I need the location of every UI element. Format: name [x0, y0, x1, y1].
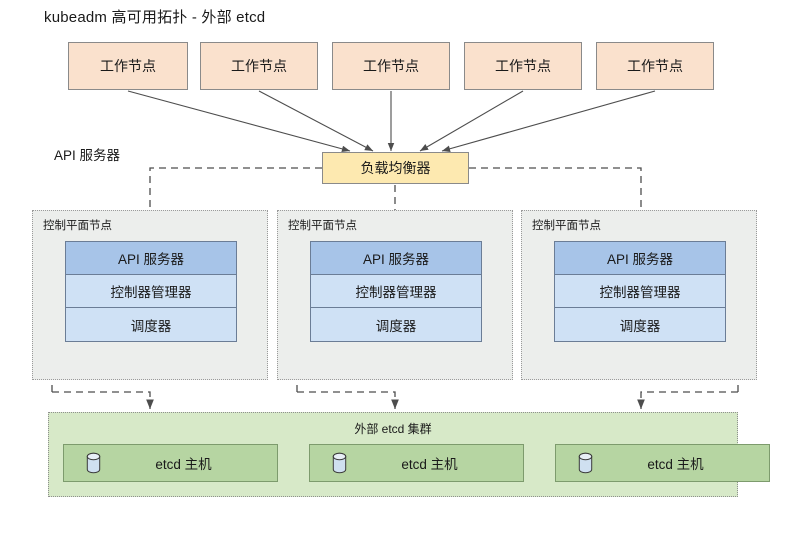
worker-node[interactable]: 工作节点 [596, 42, 714, 90]
control-plane-component-stack: API 服务器 控制器管理器 调度器 [554, 241, 726, 342]
etcd-host[interactable]: etcd 主机 [309, 444, 524, 482]
etcd-drop-edges [52, 391, 738, 410]
etcd-cluster-group: 外部 etcd 集群 etcd 主机 etcd 主机 etcd [48, 412, 770, 497]
etcd-host[interactable]: etcd 主机 [555, 444, 770, 482]
component-controller-manager[interactable]: 控制器管理器 [555, 275, 725, 308]
etcd-host-label: etcd 主机 [155, 457, 212, 472]
control-plane-component-stack: API 服务器 控制器管理器 调度器 [65, 241, 237, 342]
etcd-host-label: etcd 主机 [647, 457, 704, 472]
worker-to-lb-edges [127, 90, 656, 153]
control-plane-node-label: 控制平面节点 [43, 220, 112, 232]
worker-node-label: 工作节点 [363, 58, 419, 74]
worker-node[interactable]: 工作节点 [200, 42, 318, 90]
control-plane-node-label: 控制平面节点 [532, 220, 601, 232]
etcd-host[interactable]: etcd 主机 [63, 444, 278, 482]
control-plane-node[interactable]: 控制平面节点 API 服务器 控制器管理器 调度器 [32, 210, 268, 380]
component-scheduler[interactable]: 调度器 [66, 308, 236, 341]
component-scheduler[interactable]: 调度器 [311, 308, 481, 341]
worker-node-label: 工作节点 [495, 58, 551, 74]
worker-node[interactable]: 工作节点 [68, 42, 188, 90]
control-plane-node-label: 控制平面节点 [288, 220, 357, 232]
control-plane-node[interactable]: 控制平面节点 API 服务器 控制器管理器 调度器 [277, 210, 513, 380]
diagram-title: kubeadm 高可用拓扑 - 外部 etcd [44, 9, 266, 26]
component-api-server[interactable]: API 服务器 [311, 242, 481, 275]
worker-node-label: 工作节点 [100, 58, 156, 74]
worker-node-label: 工作节点 [231, 58, 287, 74]
worker-node[interactable]: 工作节点 [332, 42, 450, 90]
component-api-server[interactable]: API 服务器 [555, 242, 725, 275]
component-controller-manager[interactable]: 控制器管理器 [66, 275, 236, 308]
component-api-server[interactable]: API 服务器 [66, 242, 236, 275]
worker-node-label: 工作节点 [627, 58, 683, 74]
load-balancer-label: 负载均衡器 [360, 160, 431, 176]
database-cylinder-icon [86, 452, 101, 474]
control-plane-node[interactable]: 控制平面节点 API 服务器 控制器管理器 调度器 [521, 210, 757, 380]
worker-node[interactable]: 工作节点 [464, 42, 582, 90]
etcd-host-label: etcd 主机 [401, 457, 458, 472]
load-balancer-node[interactable]: 负载均衡器 [322, 152, 469, 184]
component-controller-manager[interactable]: 控制器管理器 [311, 275, 481, 308]
api-server-annotation: API 服务器 [54, 148, 121, 163]
control-plane-component-stack: API 服务器 控制器管理器 调度器 [310, 241, 482, 342]
database-cylinder-icon [578, 452, 593, 474]
etcd-cluster-label: 外部 etcd 集群 [354, 422, 432, 436]
component-scheduler[interactable]: 调度器 [555, 308, 725, 341]
database-cylinder-icon [332, 452, 347, 474]
